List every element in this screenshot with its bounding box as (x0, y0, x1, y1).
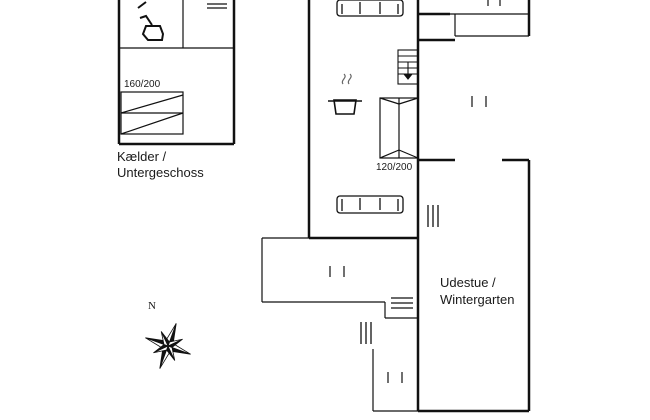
main-house (307, 0, 531, 413)
basement-inner-walls (119, 0, 234, 49)
basement-walls (117, 0, 236, 146)
window-marker-icon (329, 266, 345, 277)
double-bed-icon (120, 91, 184, 135)
stairs-icon (391, 297, 413, 309)
basement-section (117, 0, 236, 146)
basement-room-label-line1: Kælder / (117, 149, 167, 164)
sunroom-label-line1: Udestue / (440, 275, 496, 290)
inner-walls (450, 13, 529, 37)
toilet-icon (137, 1, 165, 41)
basement-bed-size-label: 160/200 (124, 79, 161, 90)
window-marker-icon (427, 205, 439, 227)
stairs-icon (360, 322, 372, 344)
basement-room-label-line2: Untergeschoss (117, 165, 204, 180)
window-marker-icon (387, 372, 403, 383)
stairs-icon (397, 49, 419, 85)
sofa-icon (336, 0, 404, 17)
compass-rose-icon (145, 323, 191, 369)
single-bed-icon (379, 97, 419, 159)
terrace-section (261, 237, 418, 412)
terrace-walls (261, 237, 418, 412)
sofa-icon (336, 195, 404, 214)
window-marker-icon (471, 96, 487, 107)
window-marker-icon (487, 0, 501, 6)
sunroom-label-line2: Wintergarten (440, 292, 515, 307)
cooking-pot-icon (328, 73, 362, 115)
main-bed-size-label: 120/200 (376, 162, 413, 173)
compass-north-label: N (148, 300, 156, 312)
